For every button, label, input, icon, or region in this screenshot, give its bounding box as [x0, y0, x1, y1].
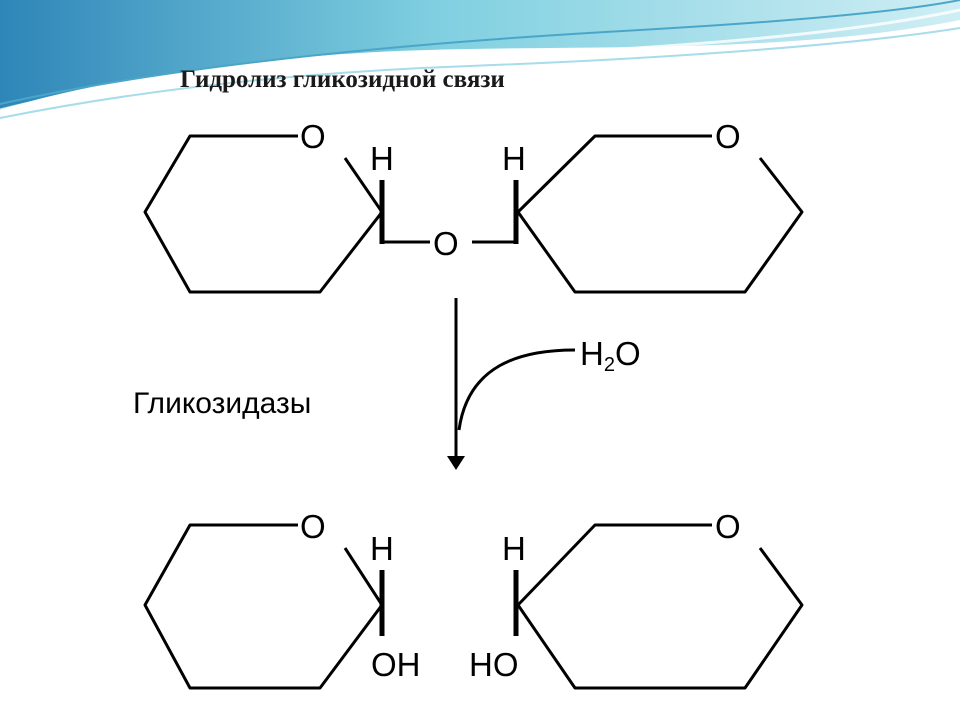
reactant-bridge-oxygen: O [433, 225, 459, 262]
reactant-right-ring [516, 134, 804, 294]
slide-title: Гидролиз гликозидной связи [180, 66, 505, 93]
reactant-left-ring-oxygen: O [300, 118, 326, 155]
water-subscript: 2 [604, 354, 615, 376]
header-banner [0, 0, 960, 119]
reaction-arrow [447, 298, 576, 470]
product-left-ring [143, 523, 384, 690]
water-o: O [615, 335, 641, 372]
reactant-right-ring-oxygen: O [715, 118, 741, 155]
product-left-hydrogen: H [370, 530, 394, 567]
product-right-hydrogen: H [502, 530, 526, 567]
product-left-ring-oxygen: O [300, 508, 326, 545]
product-right-ring [516, 523, 804, 690]
reactant-left-hydrogen: H [370, 140, 394, 177]
product-right-ring-oxygen: O [715, 508, 741, 545]
reactant-left-ring [143, 134, 384, 294]
product-molecules: O O H H OH HO [143, 508, 804, 690]
water-curve [457, 348, 576, 431]
arrow-head [447, 456, 465, 470]
enzyme-label: Гликозидазы [133, 387, 311, 420]
water-label: H2O [580, 335, 641, 376]
reactant-molecule: O O H H O [143, 118, 804, 294]
water-h: H [580, 335, 604, 372]
product-left-hydroxyl: OH [371, 646, 421, 683]
product-right-hydroxyl: HO [469, 646, 519, 683]
reactant-right-hydrogen: H [502, 140, 526, 177]
